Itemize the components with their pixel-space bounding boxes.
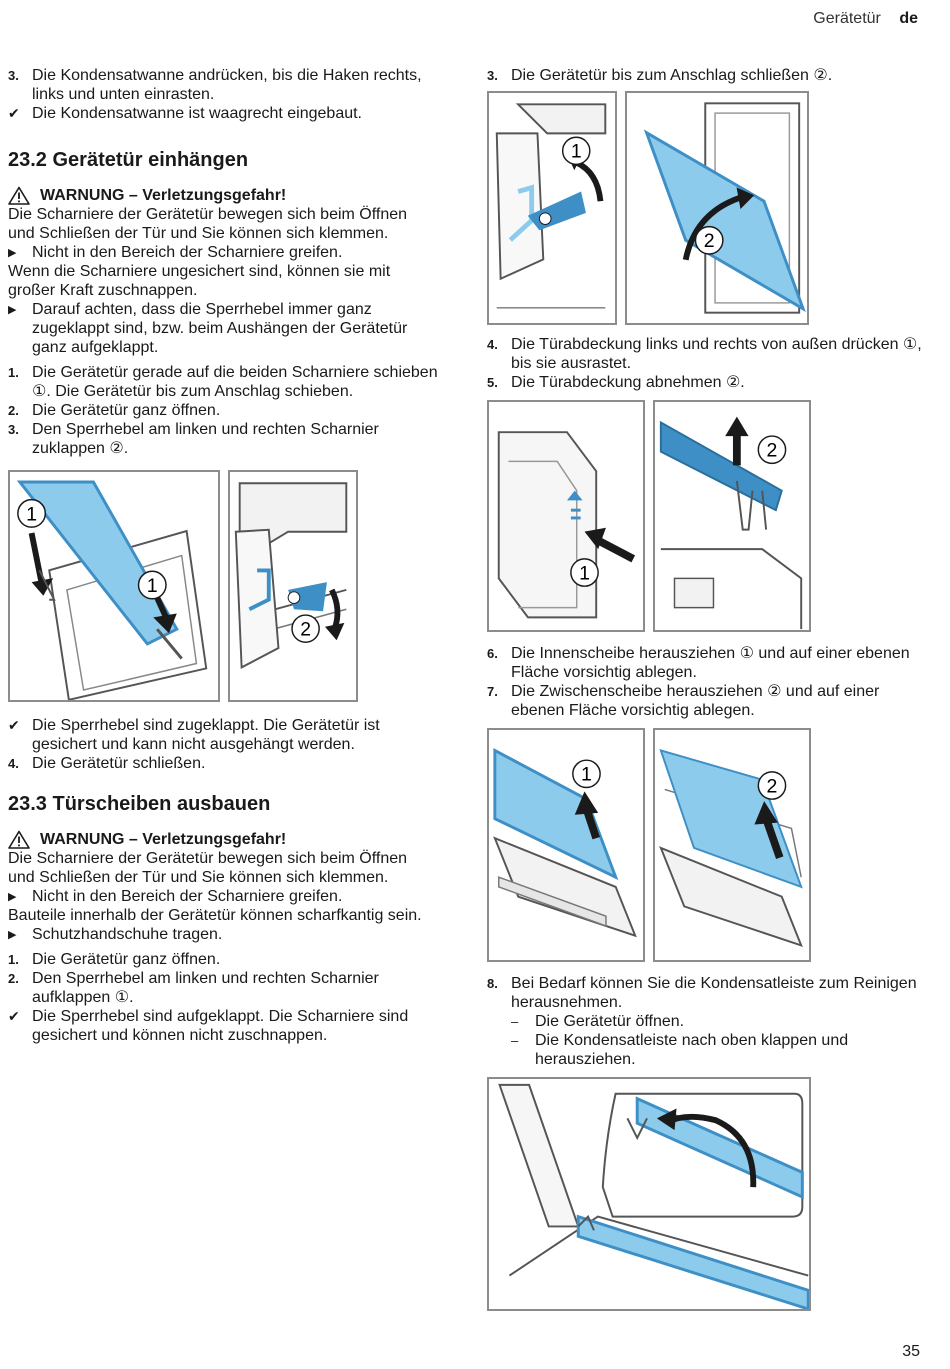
step-item: 1.Die Gerätetür ganz öffnen. <box>8 951 221 968</box>
check-icon: ✔ <box>8 105 20 121</box>
triangle-bullet-icon: ▶ <box>8 304 17 316</box>
callout-2: 2 <box>767 440 778 462</box>
step-item: 1.Die Gerätetür gerade auf die beiden Sc… <box>8 364 438 400</box>
figure-row-hinge: 1 1 2 <box>8 470 438 702</box>
callout-2: 2 <box>767 775 778 797</box>
callout-1: 1 <box>579 562 590 584</box>
check-icon: ✔ <box>8 1008 20 1024</box>
figure-row-close-door: 1 2 <box>487 91 927 325</box>
sub-item: –Die Kondensatleiste nach oben klappen u… <box>511 1032 849 1068</box>
warning-text: Bauteile innerhalb der Gerätetür können … <box>8 907 422 924</box>
page-number: 35 <box>902 1343 920 1360</box>
figure-cover-press: 1 <box>487 400 645 632</box>
sub-item: –Die Gerätetür öffnen. <box>511 1013 685 1030</box>
step-item: 3.Den Sperrhebel am linken und rechten S… <box>8 421 379 457</box>
bullet-item: ▶Schutzhandschuhe tragen. <box>8 926 223 943</box>
result-item: ✔Die Sperrhebel sind zugeklappt. Die Ger… <box>8 717 380 753</box>
list-item: ✔Die Kondensatwanne ist waagrecht eingeb… <box>8 105 362 122</box>
triangle-bullet-icon: ▶ <box>8 247 17 259</box>
step-item: 3.Die Gerätetür bis zum Anschlag schließ… <box>487 67 833 84</box>
warning-heading: WARNUNG – Verletzungsgefahr! <box>8 830 438 849</box>
result-item: ✔Die Sperrhebel sind aufgeklappt. Die Sc… <box>8 1008 409 1044</box>
header-section: Gerätetür <box>813 10 881 27</box>
figure-row-door-cover: 1 2 <box>487 400 927 632</box>
step-item: 5.Die Türabdeckung abnehmen ②. <box>487 374 745 391</box>
step-item: 2.Den Sperrhebel am linken und rechten S… <box>8 970 379 1006</box>
warning-icon <box>8 830 30 849</box>
figure-row-panes: 1 2 <box>487 728 927 962</box>
step-item: 4.Die Gerätetür schließen. <box>8 755 206 772</box>
header-language: de <box>899 10 918 27</box>
figure-condensate-strip <box>487 1077 811 1311</box>
list-item: 3.Die Kondensatwanne andrücken, bis die … <box>8 67 422 103</box>
check-icon: ✔ <box>8 717 20 733</box>
step-item: 6.Die Innenscheibe herausziehen ① und au… <box>487 645 910 681</box>
figure-cover-remove: 2 <box>653 400 811 632</box>
triangle-bullet-icon: ▶ <box>8 891 17 903</box>
section-title: 23.2 Gerätetür einhängen <box>8 149 249 171</box>
figure-lever-open: 1 <box>487 91 617 325</box>
bullet-item: ▶Darauf achten, dass die Sperrhebel imme… <box>8 301 408 356</box>
figure-middle-pane: 2 <box>653 728 811 962</box>
figure-door-hinge-insert: 1 1 <box>8 470 220 702</box>
step-item: 4.Die Türabdeckung links und rechts von … <box>487 336 922 372</box>
right-column: 3.Die Gerätetür bis zum Anschlag schließ… <box>487 66 927 1311</box>
bullet-item: ▶Nicht in den Bereich der Scharniere gre… <box>8 244 343 261</box>
figure-door-close: 2 <box>625 91 809 325</box>
page-header: Gerätetür de <box>813 10 918 28</box>
left-column: 3.Die Kondensatwanne andrücken, bis die … <box>8 66 438 1045</box>
step-item: 2.Die Gerätetür ganz öffnen. <box>8 402 221 419</box>
bullet-item: ▶Nicht in den Bereich der Scharniere gre… <box>8 888 343 905</box>
callout-2: 2 <box>704 230 715 252</box>
figure-lock-lever-close: 2 <box>228 470 358 702</box>
callout-2: 2 <box>300 618 311 640</box>
callout-1: 1 <box>147 575 158 597</box>
triangle-bullet-icon: ▶ <box>8 929 17 941</box>
warning-text: Die Scharniere der Gerätetür bewegen sic… <box>8 206 408 242</box>
warning-text: Wenn die Scharniere ungesichert sind, kö… <box>8 263 391 299</box>
callout-1: 1 <box>26 503 37 525</box>
warning-icon <box>8 186 30 205</box>
section-title: 23.3 Türscheiben ausbauen <box>8 793 271 815</box>
warning-text: Die Scharniere der Gerätetür bewegen sic… <box>8 850 408 886</box>
callout-1: 1 <box>571 141 582 163</box>
step-item: 8.Bei Bedarf können Sie die Kondensatlei… <box>487 975 917 1011</box>
step-item: 7.Die Zwischenscheibe herausziehen ② und… <box>487 683 880 719</box>
figure-inner-pane: 1 <box>487 728 645 962</box>
callout-1: 1 <box>581 764 592 786</box>
warning-heading: WARNUNG – Verletzungsgefahr! <box>8 186 438 205</box>
